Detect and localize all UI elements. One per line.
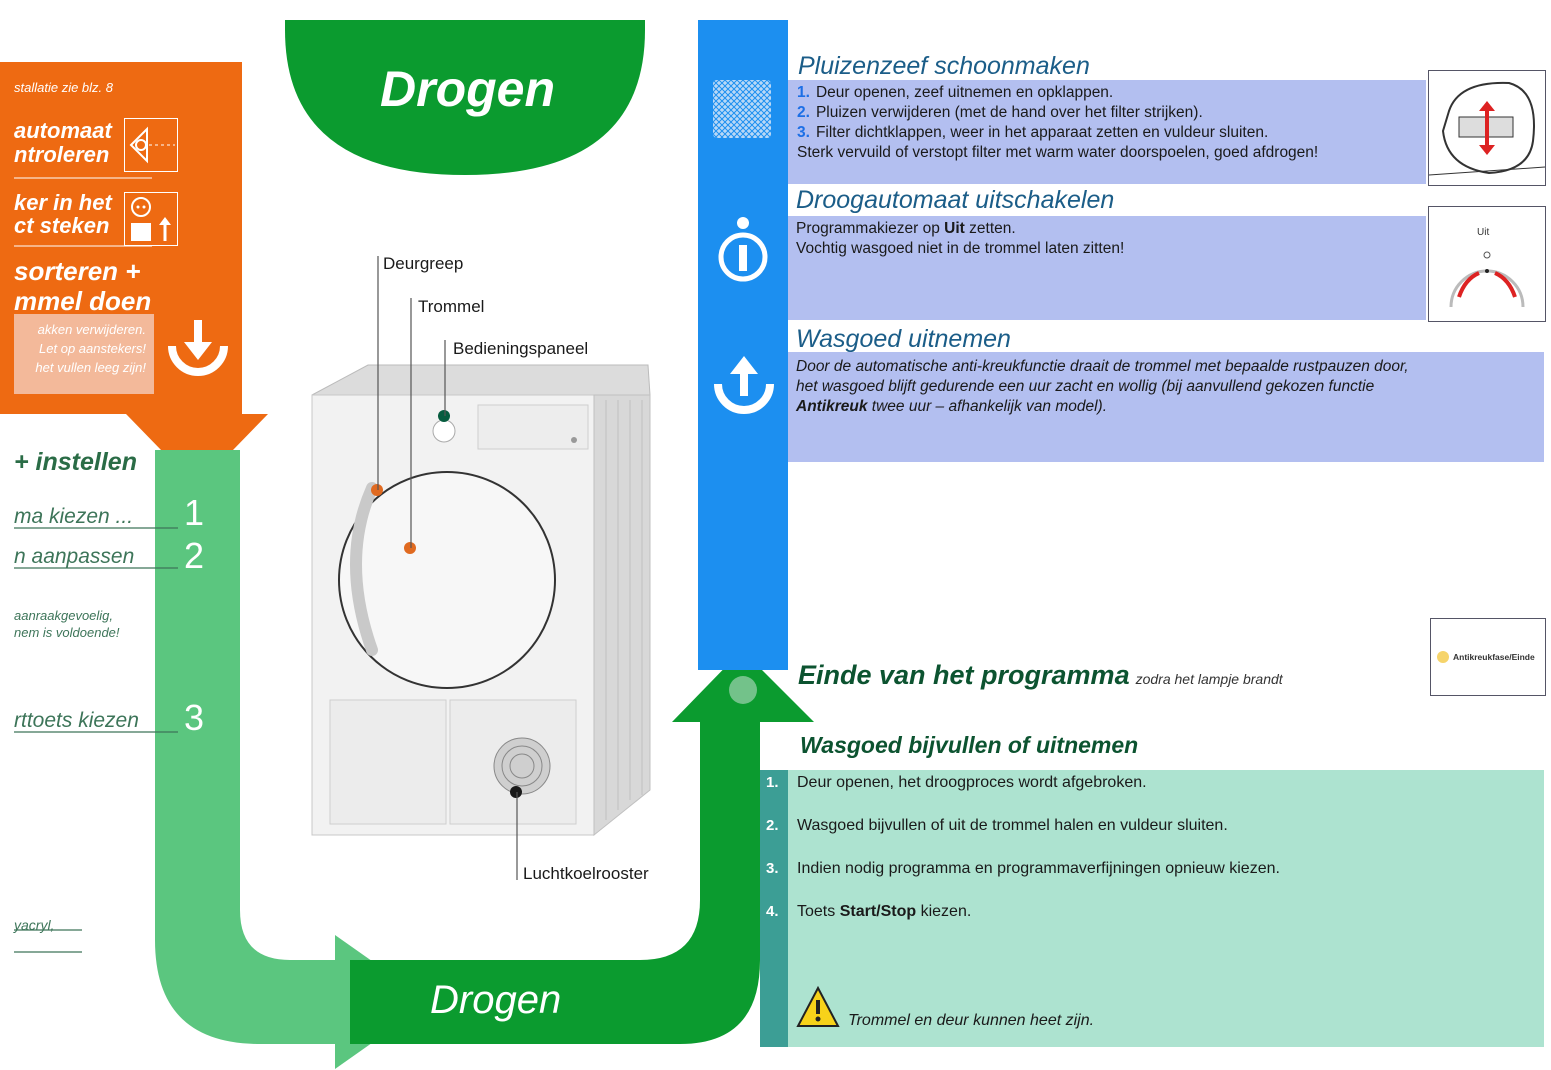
refill-num-3: 3. bbox=[766, 860, 779, 877]
control-panel-dot bbox=[438, 410, 450, 422]
drum-dot bbox=[404, 542, 416, 554]
step-a-line1: automaat bbox=[14, 118, 112, 143]
left-step-1: ma kiezen ... bbox=[14, 505, 134, 528]
dark-green-connector bbox=[350, 720, 760, 1044]
step-a-line2: ntroleren bbox=[14, 142, 110, 167]
touch-note-line1: aanraakgevoelig, bbox=[14, 608, 114, 623]
note-line2: Let op aanstekers! bbox=[39, 341, 146, 356]
lint-num-2: 2. bbox=[797, 104, 810, 121]
unload-band bbox=[788, 352, 1544, 462]
end-title-text: Einde van het programma bbox=[798, 660, 1130, 690]
refill-num-4: 4. bbox=[766, 903, 779, 920]
refill-step-3: Indien nodig programma en programmaverfi… bbox=[797, 860, 1280, 877]
refill-step-1: Deur openen, het droogproces wordt afgeb… bbox=[797, 774, 1147, 791]
left-step-2: n aanpassen bbox=[14, 545, 135, 568]
bottom-title: Drogen bbox=[430, 978, 562, 1022]
lint-title: Pluizenzeef schoonmaken bbox=[798, 52, 1090, 80]
refill-step-2: Wasgoed bijvullen of uit de trommel hale… bbox=[797, 817, 1228, 834]
unload-line-2: het wasgoed blijft gedurende een uur zac… bbox=[796, 378, 1375, 395]
lint-filter-icon bbox=[713, 80, 771, 138]
step-b-line1: ker in het bbox=[14, 190, 112, 215]
step-c-line1: sorteren + bbox=[14, 256, 141, 286]
eye-check-icon bbox=[124, 118, 178, 172]
label-door-handle: Deurgreep bbox=[383, 254, 464, 273]
lint-num-3: 3. bbox=[797, 124, 810, 141]
refill-step-4: Toets Start/Stop kiezen. bbox=[797, 903, 971, 921]
lint-text-1: Deur openen, zeef uitnemen en opklappen. bbox=[815, 84, 1114, 101]
refill-step4-suffix: kiezen. bbox=[916, 903, 972, 920]
drogen-dome bbox=[285, 20, 645, 175]
unload-up-arrow-icon bbox=[712, 352, 776, 421]
acryl-note: yacryl, bbox=[14, 917, 55, 933]
off-band bbox=[788, 216, 1426, 320]
indicator-label: Antikreukfase/Einde bbox=[1453, 652, 1535, 662]
note-line1: akken verwijderen. bbox=[37, 322, 146, 337]
settings-heading: + instellen bbox=[14, 448, 137, 476]
off-line1-suffix: zetten. bbox=[964, 220, 1016, 237]
page-title: Drogen bbox=[380, 61, 555, 117]
lint-band bbox=[788, 80, 1426, 184]
install-reference: stallatie zie blz. 8 bbox=[14, 80, 113, 95]
lint-line-3: 3. Filter dichtklappen, weer in het appar… bbox=[797, 122, 1268, 143]
lint-line-1: 1. Deur openen, zeef uitnemen en opklappe… bbox=[797, 82, 1113, 103]
end-subtitle: zodra het lampje brandt bbox=[1135, 671, 1283, 687]
program-dial-illustration: Uit bbox=[1428, 206, 1546, 322]
left-step-3-num: 3 bbox=[184, 697, 205, 738]
label-control-panel: Bedieningspaneel bbox=[453, 339, 589, 358]
refill-panel bbox=[760, 770, 1544, 1047]
dryer-illustration bbox=[311, 364, 651, 837]
left-step-2-num: 2 bbox=[184, 535, 205, 576]
warning-icon bbox=[796, 985, 840, 1033]
lint-num-1: 1. bbox=[797, 84, 810, 101]
label-drum: Trommel bbox=[418, 297, 485, 316]
off-line-2: Vochtig wasgoed niet in de trommel laten… bbox=[796, 240, 1125, 257]
orange-note-panel bbox=[14, 314, 154, 394]
off-title: Droogautomaat uitschakelen bbox=[796, 186, 1115, 214]
refill-step4-bold: Start/Stop bbox=[839, 903, 917, 920]
unload-line3-bold: Antikreuk bbox=[796, 398, 868, 415]
load-down-arrow-icon bbox=[166, 318, 230, 383]
unload-line-3: Antikreuk twee uur – afhankelijk van mod… bbox=[796, 396, 1107, 417]
off-line-1: Programmakiezer op Uit zetten. bbox=[796, 218, 1016, 239]
unload-title: Wasgoed uitnemen bbox=[796, 325, 1011, 353]
refill-num-2: 2. bbox=[766, 817, 779, 834]
touch-note-line2: nem is voldoende! bbox=[14, 625, 120, 640]
lint-extra: Sterk vervuild of verstopt filter met wa… bbox=[797, 144, 1319, 161]
left-step-3: rttoets kiezen bbox=[14, 709, 139, 732]
refill-step4-prefix: Toets bbox=[797, 903, 840, 920]
grille-dot bbox=[510, 786, 522, 798]
left-step-1-num: 1 bbox=[184, 492, 205, 533]
unload-line3-rest: twee uur – afhankelijk van model). bbox=[867, 398, 1108, 415]
door-handle-dot bbox=[371, 484, 383, 496]
warning-text: Trommel en deur kunnen heet zijn. bbox=[848, 1012, 1095, 1029]
refill-num-1: 1. bbox=[766, 774, 779, 791]
lint-line-2: 2. Pluizen verwijderen (met de hand over … bbox=[797, 102, 1203, 123]
off-line1-bold: Uit bbox=[944, 220, 965, 237]
indicator-light-icon bbox=[1437, 651, 1449, 663]
lint-filter-illustration bbox=[1428, 70, 1546, 186]
note-line3: het vullen leeg zijn! bbox=[35, 360, 146, 375]
refill-title: Wasgoed bijvullen of uitnemen bbox=[800, 732, 1139, 758]
status-dot bbox=[729, 676, 757, 704]
lint-text-3: Filter dichtklappen, weer in het apparaa… bbox=[815, 124, 1269, 141]
end-title: Einde van het programma zodra het lampje … bbox=[798, 660, 1283, 691]
refill-strip bbox=[760, 770, 788, 1047]
off-line1-prefix: Programmakiezer op bbox=[796, 220, 945, 237]
end-indicator-panel: Antikreukfase/Einde bbox=[1430, 618, 1546, 696]
orange-note: akken verwijderen. Let op aanstekers! he… bbox=[14, 320, 146, 377]
dial-label: Uit bbox=[1477, 227, 1490, 238]
green-u-path bbox=[155, 450, 350, 1044]
lint-text-2: Pluizen verwijderen (met de hand over he… bbox=[815, 104, 1203, 121]
step-b-line2: ct steken bbox=[14, 213, 110, 238]
plug-socket-icon bbox=[124, 192, 178, 246]
unload-line-1: Door de automatische anti-kreukfunctie d… bbox=[796, 358, 1409, 375]
info-icon bbox=[716, 215, 770, 290]
step-c-line2: mmel doen bbox=[14, 286, 152, 316]
label-air-grille: Luchtkoelrooster bbox=[523, 864, 649, 883]
